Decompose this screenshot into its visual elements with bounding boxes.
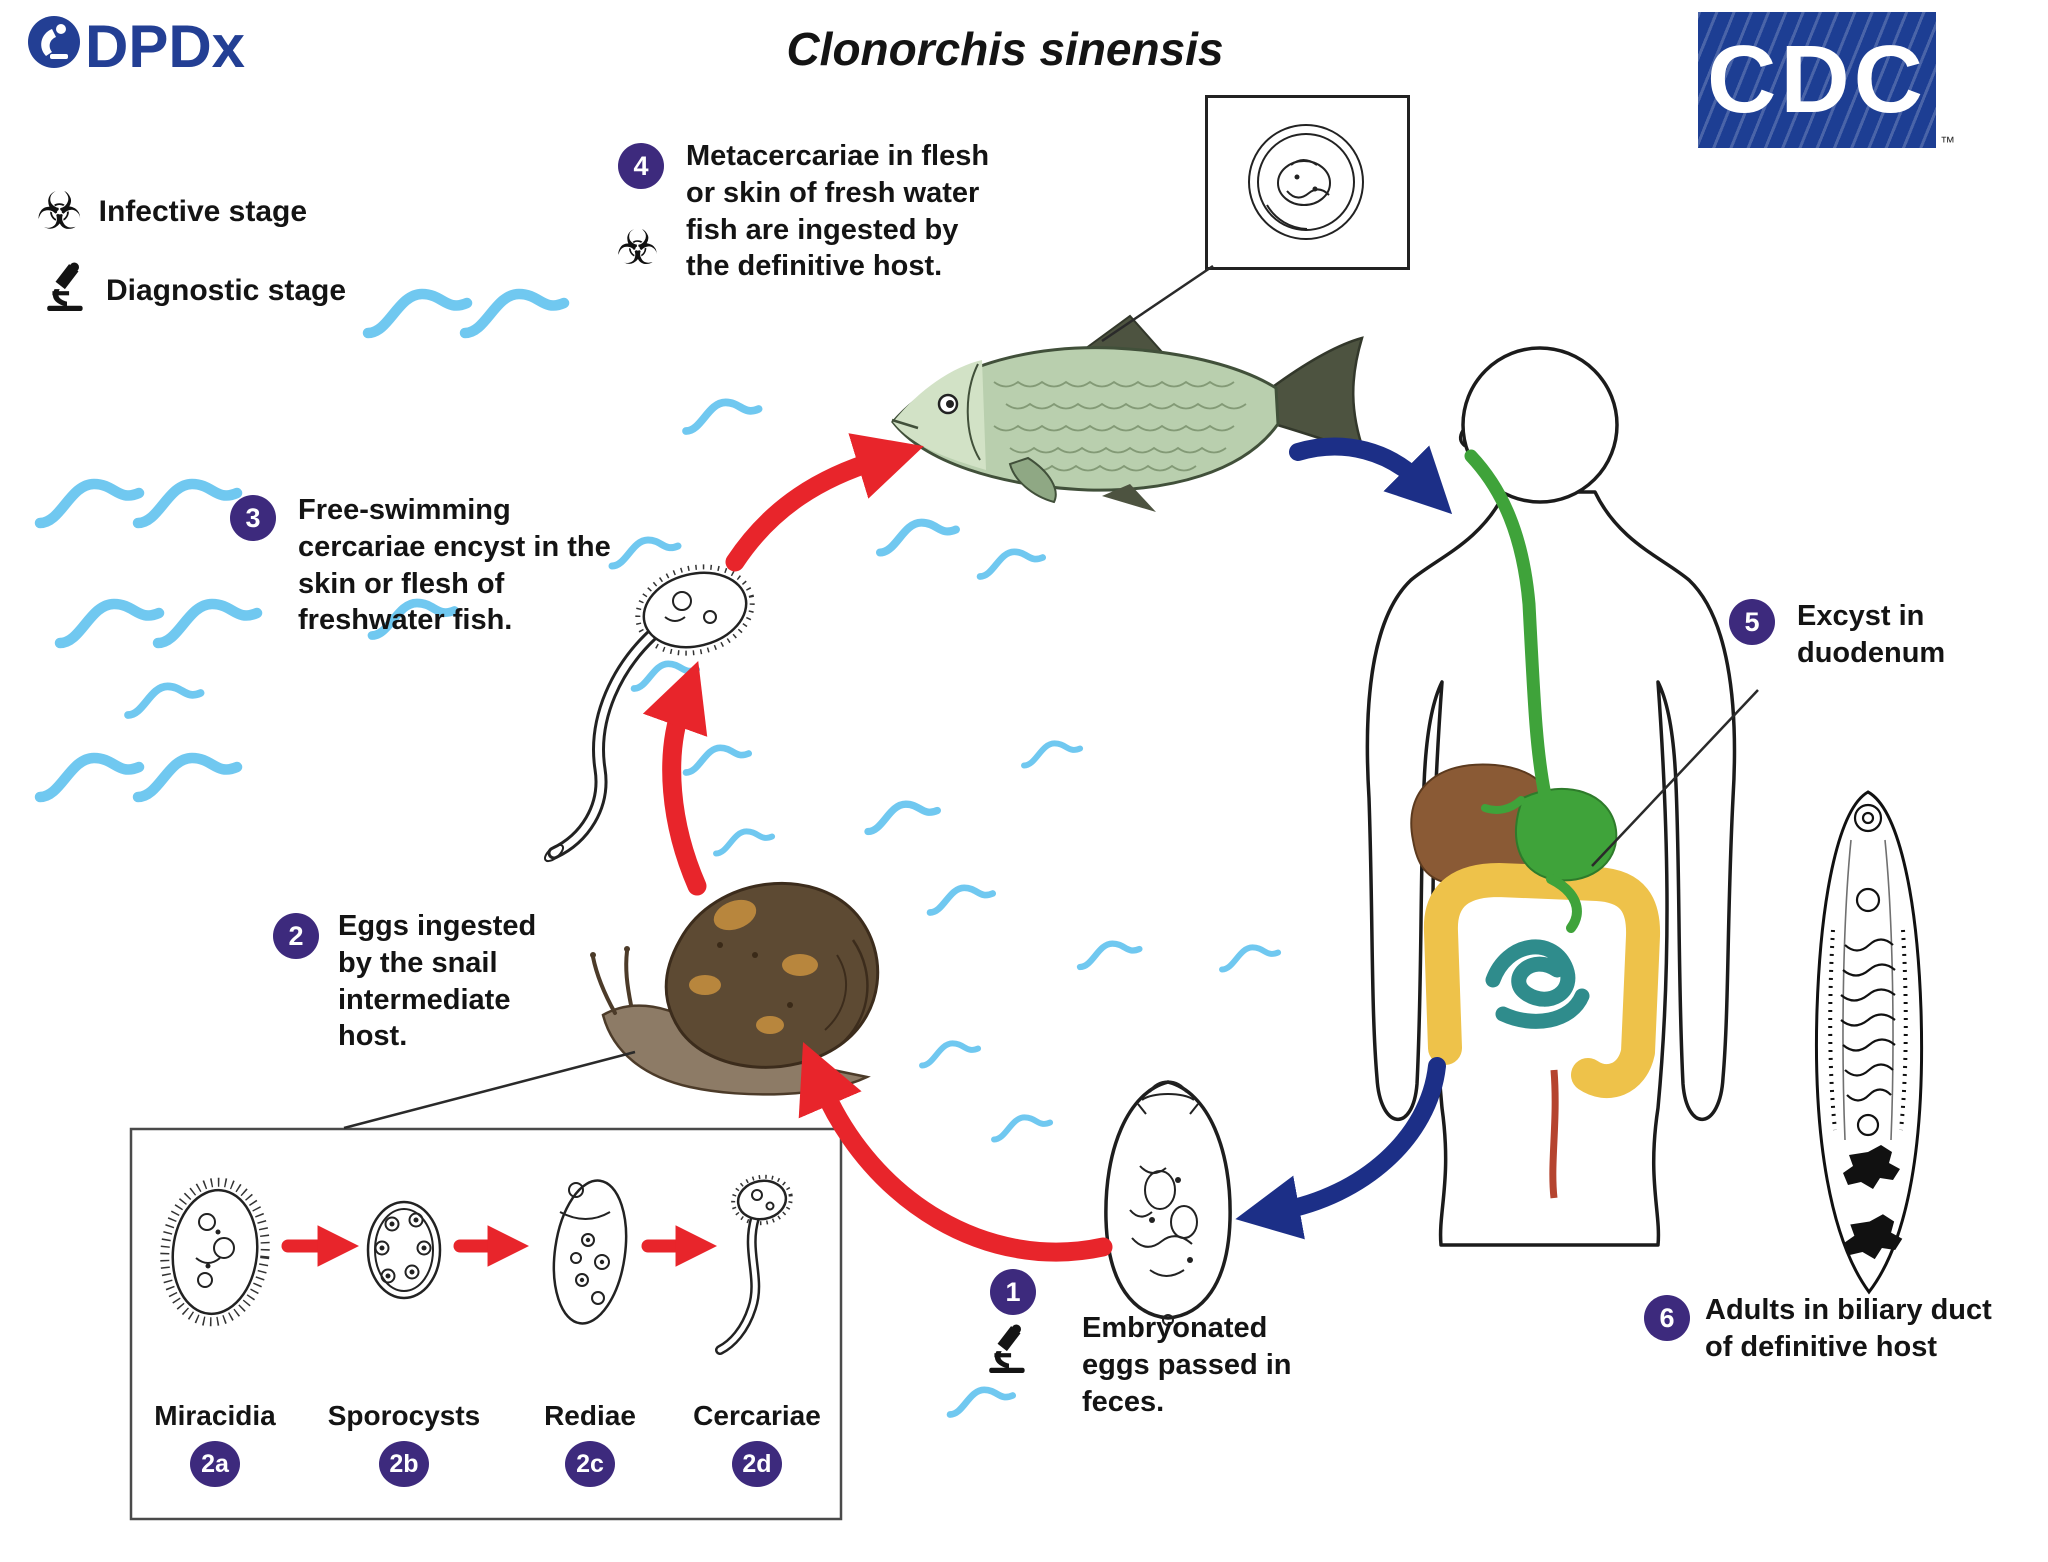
step-2-number: 2 [273,913,319,959]
step-6-text: Adults in biliary duct of definitive hos… [1705,1294,1992,1363]
cercaria-illustration [543,564,755,863]
substage-label-rediae: Rediae [544,1400,636,1431]
sporocyst-illustration [366,1200,442,1300]
substage-label-cercariae: Cercariae [693,1400,821,1431]
step-2-text: Eggs ingested by the snail intermediate … [338,910,537,1053]
egg-illustration [1104,1080,1232,1326]
stomach [1514,787,1618,882]
miracidium-illustration [160,1177,270,1327]
step-5-number: 5 [1729,599,1775,645]
adult-fluke-illustration [1814,790,1924,1295]
legend-infective-label: Infective stage [98,195,308,228]
fish-tail-fin [1272,336,1366,454]
substage-box [129,1127,843,1521]
substage-label-miracidia: Miracidia [154,1400,276,1431]
rectum [1549,1069,1559,1199]
human-head [1461,346,1619,504]
microscope-icon [44,262,90,320]
legend-infective: ☣ Infective stage [36,186,307,238]
cdc-logo: CDC [1698,12,1936,148]
duodenum-pointer-line [1591,689,1759,867]
arrow-egg-to-snail [798,1042,1113,1262]
step-5-text: Excyst in duodenum [1797,600,1946,669]
cdc-trademark: ™ [1940,134,1955,151]
page-title: Clonorchis sinensis [786,23,1224,75]
microscope-icon [986,1324,1032,1379]
biohazard-icon: ☣ [36,182,83,242]
metacercaria-pointer-line [1101,264,1214,343]
cdc-logo-text: CDC [1707,26,1927,133]
human-figure [1365,346,1737,1247]
step-1-number: 1 [990,1269,1036,1315]
cercaria-small-illustration [715,1174,793,1355]
arrow-fish-to-human [1289,437,1453,515]
step-3-text: Free-swimming cercariae encyst in the sk… [298,494,611,637]
fish-body [891,346,1280,492]
substage-badge-2a: 2a [190,1441,240,1487]
arrow-human-to-egg [1235,1057,1446,1240]
esophagus [1464,449,1552,802]
substage-label-sporocysts: Sporocysts [327,1400,481,1431]
step-4-text: Metacercariae in flesh or skin of fresh … [686,140,990,283]
fish-illustration [891,314,1366,512]
arrow-cercaria-to-fish [725,433,924,572]
large-intestine [1423,863,1661,1098]
fluke-testis [1843,1145,1900,1189]
arrow-snail-to-cercaria [642,660,708,896]
substage-badge-2c: 2c [565,1441,615,1487]
redia-illustration [552,1179,628,1325]
small-intestine [1485,939,1590,1029]
snail-pointer-line [343,1050,636,1130]
metacercaria-inset [1205,95,1410,270]
dpdx-logo-icon [26,14,82,80]
substage-badge-2d: 2d [732,1441,782,1487]
legend-diagnostic-label: Diagnostic stage [106,274,347,307]
substage-badge-2b: 2b [379,1441,429,1487]
dpdx-logo-text: DPDx [85,13,246,80]
biohazard-icon: ☣ [616,220,660,276]
dpdx-logo: DPDx [26,14,245,80]
step-4-number: 4 [618,143,664,189]
step-6-number: 6 [1644,1295,1690,1341]
snail-illustration [590,881,880,1096]
legend-diagnostic: Diagnostic stage [44,262,346,320]
step-1-text: Embryonated eggs passed in feces. [1082,1312,1292,1418]
step-3-number: 3 [230,495,276,541]
